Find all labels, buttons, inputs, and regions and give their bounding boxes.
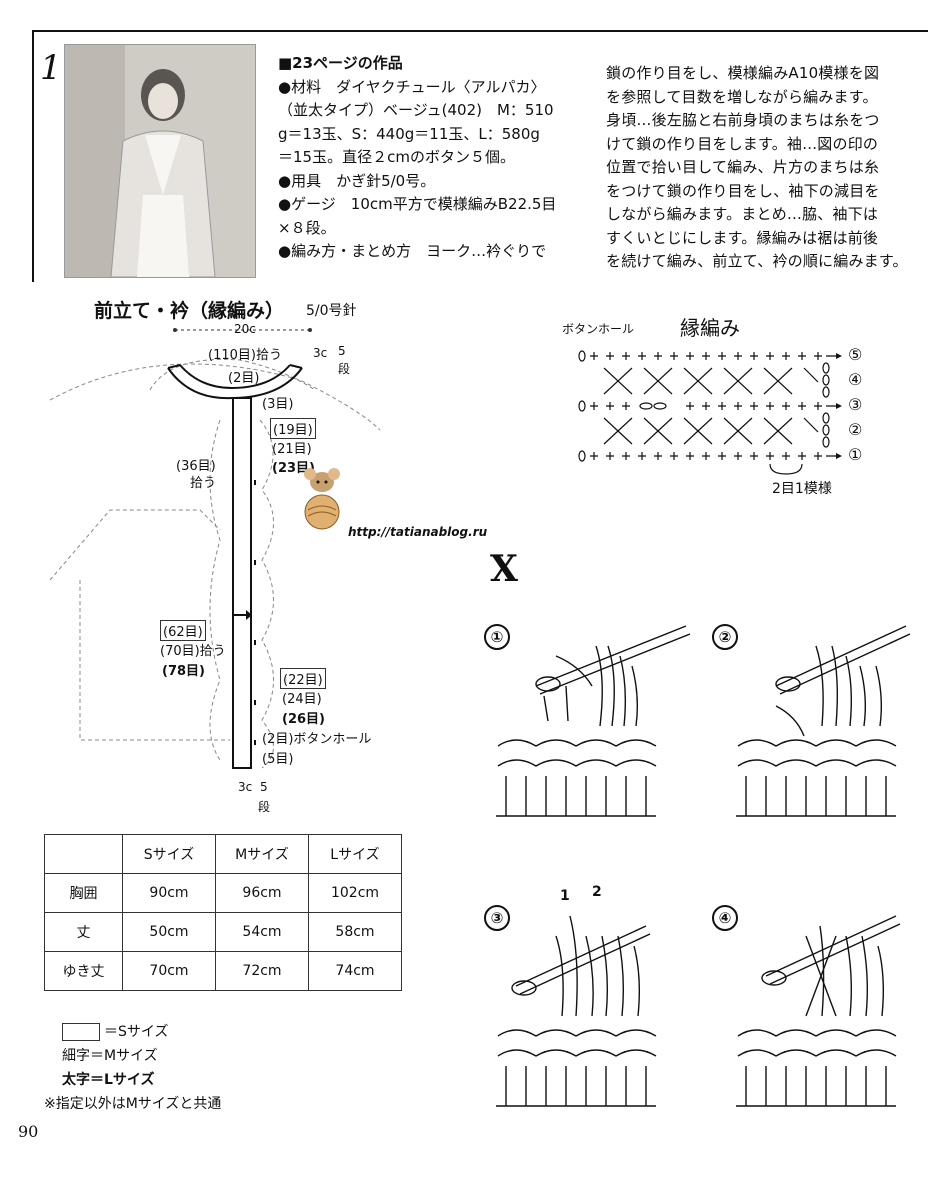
text-line: を参照して目数を増しながら編みます。 [606, 86, 922, 110]
r19-label: (19目) [270, 418, 316, 439]
section-heading: ■23ページの作品 [278, 52, 590, 76]
row-5-label: ⑤ [848, 345, 862, 364]
table-header-cell [45, 835, 123, 874]
size-legend: ＝Sサイズ 細字＝Mサイズ 太字＝Lサイズ ※指定以外はMサイズと共通 [62, 1020, 221, 1116]
collar-dan: 段 [338, 360, 350, 377]
collar-5: 5 [338, 344, 346, 358]
page-number: 90 [18, 1122, 38, 1141]
materials-column: ■23ページの作品 ●材料 ダイヤクチュール〈アルパカ〉 （並太タイプ）ベージュ… [278, 52, 590, 264]
r5-label: (5目) [262, 748, 293, 767]
width-label: 20c [234, 322, 256, 336]
edging-title: 縁編み [680, 312, 740, 341]
r22-label: (22目) [280, 668, 326, 689]
text-line: しながら編みます。まとめ…脇、袖下は [606, 203, 922, 227]
text-line: をつけて鎖の作り目をし、袖下の減目を [606, 180, 922, 204]
text-line: ＝15玉。直径２cmのボタン５個。 [278, 146, 590, 170]
text-line: 身頃…後左脇と右前身頃のまちは糸をつ [606, 109, 922, 133]
bottom-3c: 3c [238, 780, 252, 794]
table-cell: ゆき丈 [45, 952, 123, 991]
table-cell: 胸囲 [45, 874, 123, 913]
l70-label: (70目)拾う [160, 640, 226, 659]
text-line: を続けて編み、前立て、衿の順に編みます。 [606, 250, 922, 274]
bottom-5: 5 [260, 780, 268, 794]
r21-label: (21目) [272, 438, 312, 457]
buttonhole-pointer-label: ボタンホール [562, 320, 634, 337]
top-2-label: (2目) [228, 367, 259, 386]
table-row: ゆき丈 70cm 72cm 74cm [45, 952, 402, 991]
stitch-steps-illustration [496, 616, 916, 1136]
table-cell: 96cm [216, 874, 309, 913]
legend-m-text: ＝Mサイズ [90, 1048, 158, 1064]
text-line: ●ゲージ 10cm平方で模様編みB22.5目 [278, 193, 590, 217]
legend-l-label: 太字 [62, 1072, 90, 1088]
r26-label: (26目) [282, 708, 325, 727]
table-cell: 102cm [309, 874, 402, 913]
row-2-label: ② [848, 420, 862, 439]
repeat-label: 2目1模様 [772, 478, 832, 498]
text-line: ●材料 ダイヤクチュール〈アルパカ〉 [278, 76, 590, 100]
row-3-label: ③ [848, 395, 862, 414]
legend-box-icon [62, 1023, 100, 1041]
legend-s-text: ＝Sサイズ [104, 1024, 168, 1040]
pick-110-label: (110目)拾う [208, 344, 282, 363]
table-row: 丈 50cm 54cm 58cm [45, 913, 402, 952]
text-line: （並太タイプ）ベージュ(402) M：510 [278, 99, 590, 123]
l62-label: (62目) [160, 620, 206, 641]
legend-m-label: 細字 [62, 1048, 90, 1064]
table-cell: 72cm [216, 952, 309, 991]
needle-size: 5/0号針 [306, 300, 357, 320]
edging-stitch-chart [574, 340, 842, 480]
row-4-label: ④ [848, 370, 862, 389]
table-cell: 丈 [45, 913, 123, 952]
buttonhole-label: (2目)ボタンホール [262, 728, 371, 747]
model-photo [64, 44, 256, 278]
text-line: ●用具 かぎ針5/0号。 [278, 170, 590, 194]
table-header-row: Sサイズ Mサイズ Lサイズ [45, 835, 402, 874]
source-url[interactable]: http://tatianablog.ru [348, 525, 487, 539]
size-table: Sサイズ Mサイズ Lサイズ 胸囲 90cm 96cm 102cm 丈 50cm… [44, 834, 402, 991]
collar-3c: 3c [313, 346, 327, 360]
legend-m: 細字＝Mサイズ [62, 1044, 221, 1068]
crossed-stitch-symbol: X [490, 548, 518, 590]
l78-label: (78目) [162, 660, 205, 679]
table-cell: 90cm [123, 874, 216, 913]
text-line: ×８段。 [278, 217, 590, 241]
text-line: g＝13玉、S：440g＝11玉、L：580g [278, 123, 590, 147]
text-line: ●編み方・まとめ方 ヨーク…衿ぐりで [278, 240, 590, 264]
table-header-cell: Lサイズ [309, 835, 402, 874]
table-cell: 58cm [309, 913, 402, 952]
legend-note: ※指定以外はMサイズと共通 [44, 1092, 221, 1116]
text-line: すくいとじにします。縁編みは裾は前後 [606, 227, 922, 251]
table-cell: 50cm [123, 913, 216, 952]
text-line: 鎖の作り目をし、模様編みA10模様を図 [606, 62, 922, 86]
instructions-column: 鎖の作り目をし、模様編みA10模様を図 を参照して目数を増しながら編みます。 身… [606, 62, 922, 274]
mouse-logo-icon [296, 462, 348, 532]
bottom-dan: 段 [258, 798, 270, 815]
table-header-cell: Mサイズ [216, 835, 309, 874]
row-1-label: ① [848, 445, 862, 464]
table-cell: 54cm [216, 913, 309, 952]
r24-label: (24目) [282, 688, 322, 707]
table-cell: 70cm [123, 952, 216, 991]
front-band-title: 前立て・衿（縁編み） [94, 296, 284, 323]
table-cell: 74cm [309, 952, 402, 991]
text-line: 位置で拾い目して編み、片方のまちは糸 [606, 156, 922, 180]
top-3-label: (3目) [262, 393, 293, 412]
legend-l: 太字＝Lサイズ [62, 1068, 221, 1092]
table-row: 胸囲 90cm 96cm 102cm [45, 874, 402, 913]
table-header-cell: Sサイズ [123, 835, 216, 874]
legend-s: ＝Sサイズ [62, 1020, 221, 1044]
text-line: けて鎖の作り目をします。袖…図の印の [606, 133, 922, 157]
l36-pick: 拾う [190, 472, 216, 491]
legend-l-text: ＝Lサイズ [90, 1072, 155, 1088]
